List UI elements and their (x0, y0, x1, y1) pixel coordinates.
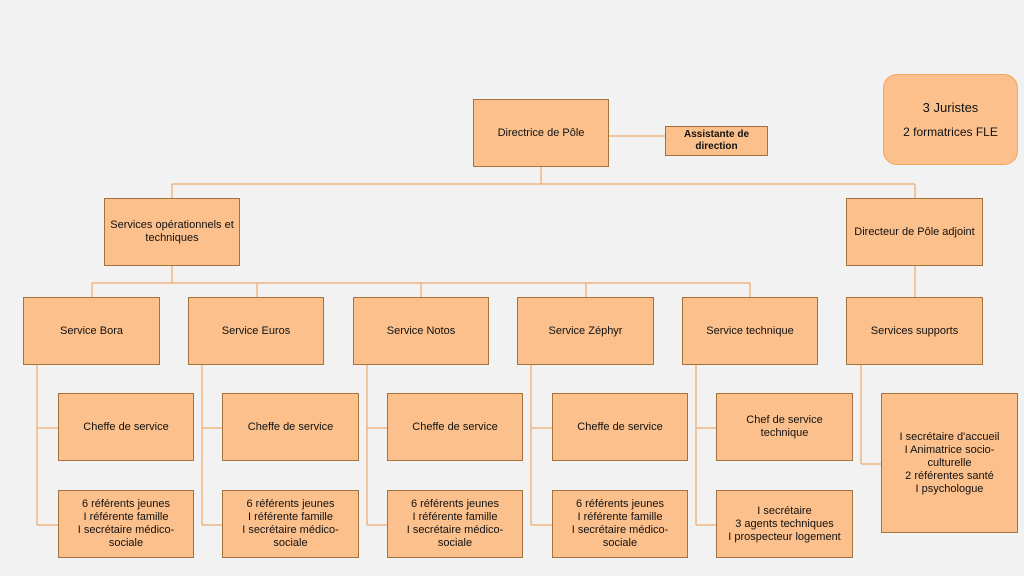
deputy-director-label: Directeur de Pôle adjoint (854, 225, 975, 238)
service-technique-label: Service technique (706, 324, 794, 337)
service-bora-label: Service Bora (60, 324, 123, 337)
ops-services-box: Services opérationnels et techniques (104, 198, 240, 266)
deputy-director-box: Directeur de Pôle adjoint (846, 198, 983, 266)
specialists-line-2: 2 formatrices FLE (903, 124, 998, 139)
lead-zephyr-label: Cheffe de service (577, 420, 663, 433)
service-zephyr-box: Service Zéphyr (517, 297, 654, 365)
support-services-label: Services supports (870, 324, 959, 337)
lead-notos-box: Cheffe de service (387, 393, 523, 461)
lead-euros-box: Cheffe de service (222, 393, 359, 461)
team-technique-box: I secrétaire 3 agents techniques I prosp… (716, 490, 853, 558)
service-notos-box: Service Notos (353, 297, 489, 365)
team-support-box: I secrétaire d'accueil I Animatrice soci… (881, 393, 1018, 533)
lead-zephyr-box: Cheffe de service (552, 393, 688, 461)
lead-bora-box: Cheffe de service (58, 393, 194, 461)
team-bora-label: 6 référents jeunes I référente famille I… (77, 498, 175, 549)
assistant-box: Assistante de direction (665, 126, 768, 156)
service-bora-box: Service Bora (23, 297, 160, 365)
team-zephyr-box: 6 référents jeunes I référente famille I… (552, 490, 688, 558)
director-box: Directrice de Pôle (473, 99, 609, 167)
service-notos-label: Service Notos (386, 324, 456, 337)
team-bora-box: 6 référents jeunes I référente famille I… (58, 490, 194, 558)
assistant-label: Assistante de direction (683, 129, 750, 152)
team-zephyr-label: 6 référents jeunes I référente famille I… (571, 498, 669, 549)
lead-euros-label: Cheffe de service (247, 420, 334, 433)
service-euros-box: Service Euros (188, 297, 324, 365)
lead-notos-label: Cheffe de service (412, 420, 498, 433)
service-technique-box: Service technique (682, 297, 818, 365)
specialists-line-1: 3 Juristes (922, 99, 979, 115)
ops-services-label: Services opérationnels et techniques (110, 219, 234, 244)
lead-technique-label: Chef de service technique (746, 414, 823, 439)
team-technique-label: I secrétaire 3 agents techniques I prosp… (728, 504, 841, 543)
team-notos-label: 6 référents jeunes I référente famille I… (406, 498, 504, 549)
team-support-label: I secrétaire d'accueil I Animatrice soci… (899, 430, 1000, 495)
lead-technique-box: Chef de service technique (716, 393, 853, 461)
lead-bora-label: Cheffe de service (83, 420, 169, 433)
director-label: Directrice de Pôle (497, 126, 585, 139)
team-euros-box: 6 référents jeunes I référente famille I… (222, 490, 359, 558)
service-zephyr-label: Service Zéphyr (548, 324, 623, 337)
specialists-note: 3 Juristes 2 formatrices FLE (883, 74, 1018, 165)
team-notos-box: 6 référents jeunes I référente famille I… (387, 490, 523, 558)
team-euros-label: 6 référents jeunes I référente famille I… (242, 498, 339, 549)
support-services-box: Services supports (846, 297, 983, 365)
service-euros-label: Service Euros (221, 324, 291, 337)
